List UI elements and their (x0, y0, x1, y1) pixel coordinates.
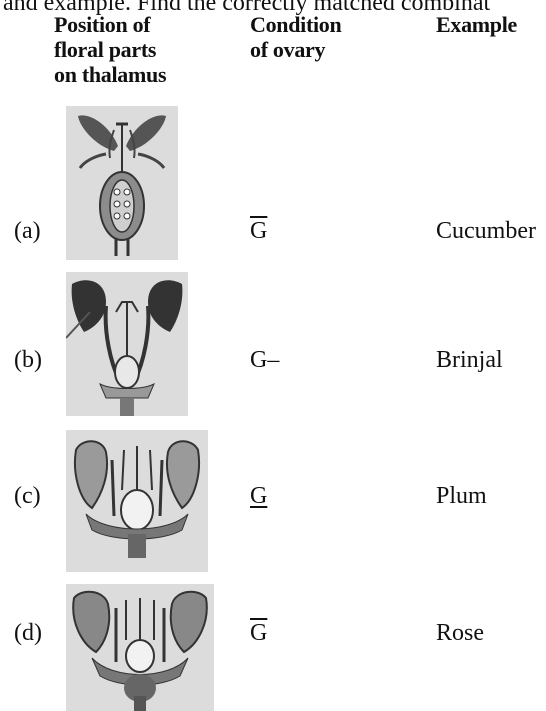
example-text: Cucumber (436, 218, 536, 245)
epigynous-flower-icon (66, 106, 178, 260)
row-label: (d) (14, 620, 42, 647)
ovary-condition: G– (250, 347, 279, 374)
row-label: (b) (14, 347, 42, 374)
header-condition-line: of ovary (250, 37, 390, 62)
header-position-line: Position of (54, 12, 214, 37)
ovary-condition: G (250, 483, 267, 510)
header-position-line: on thalamus (54, 62, 214, 87)
ovary-symbol: G (250, 218, 267, 244)
header-position: Position of floral parts on thalamus (54, 12, 214, 87)
ovary-symbol: G (250, 483, 267, 509)
header-position-line: floral parts (54, 37, 214, 62)
perigynous-flower-figure (66, 430, 208, 572)
ovary-suffix: – (267, 347, 279, 373)
perigynous-flower-figure (66, 584, 214, 711)
example-text: Brinjal (436, 347, 503, 374)
ovary-symbol: G (250, 620, 267, 646)
example-text: Rose (436, 620, 484, 647)
example-text: Plum (436, 483, 487, 510)
hypogynous-flower-icon (66, 272, 188, 416)
epigynous-flower-figure (66, 106, 178, 260)
ovary-condition: G (250, 218, 267, 245)
perigynous-flower-icon (66, 430, 208, 572)
hypogynous-flower-figure (66, 272, 188, 416)
row-label: (a) (14, 218, 41, 245)
header-condition: Condition of ovary (250, 12, 390, 62)
header-example: Example (436, 12, 546, 37)
perigynous-flower-icon (66, 584, 214, 711)
ovary-symbol: G (250, 347, 267, 373)
row-label: (c) (14, 483, 41, 510)
header-condition-line: Condition (250, 12, 390, 37)
ovary-condition: G (250, 620, 267, 647)
